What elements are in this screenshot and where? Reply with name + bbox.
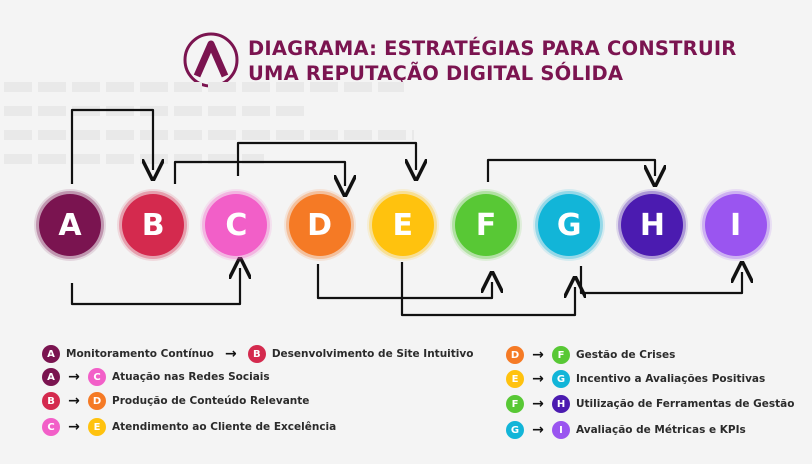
title-line-1: DIAGRAMA: ESTRATÉGIAS PARA CONSTRUIR — [248, 37, 737, 60]
legend-label: Atendimento ao Cliente de Excelência — [112, 421, 337, 433]
arrow-right-icon: → — [532, 396, 544, 412]
legend-label: Incentivo a Avaliações Positivas — [576, 373, 766, 385]
arrow-right-icon: → — [532, 422, 544, 438]
legend-label: Produção de Conteúdo Relevante — [112, 395, 310, 407]
arrow-right-icon: → — [532, 347, 544, 363]
legend-dot-from: D — [506, 346, 524, 364]
legend-row-f-h: F → H Utilização de Ferramentas de Gestão — [506, 395, 794, 413]
legend-row-e-g: E → G Incentivo a Avaliações Positivas — [506, 370, 765, 388]
page-title: DIAGRAMA: ESTRATÉGIAS PARA CONSTRUIR UMA… — [248, 36, 737, 86]
node-i: I — [704, 194, 767, 256]
node-e: E — [371, 194, 434, 256]
legend-dot-from: A — [42, 368, 60, 386]
arrow-right-icon: → — [532, 371, 544, 387]
arrow-right-icon: → — [224, 346, 237, 362]
legend-label: Gestão de Crises — [576, 349, 676, 361]
arrow-e-to-g — [400, 262, 575, 317]
legend-label: Atuação nas Redes Sociais — [112, 371, 270, 383]
legend-dot-to: F — [552, 346, 570, 364]
node-a: A — [39, 194, 101, 256]
arrow-c-to-e — [236, 141, 416, 176]
arrow-right-icon: → — [68, 419, 80, 435]
node-g: G — [538, 194, 601, 256]
arrow-a-to-b — [70, 108, 153, 184]
arrow-right-icon: → — [68, 393, 80, 409]
title-line-2: UMA REPUTAÇÃO DIGITAL SÓLIDA — [248, 62, 624, 85]
legend-dot-from: C — [42, 418, 60, 436]
node-d: D — [288, 194, 351, 256]
legend-dot-to: H — [552, 395, 570, 413]
legend-dot-to: B — [247, 345, 266, 363]
arrow-a-to-c — [70, 268, 240, 306]
legend-dot-to: D — [88, 392, 106, 410]
legend-dot-from: G — [506, 421, 524, 439]
legend-dot-from: B — [42, 392, 60, 410]
arrow-d-to-f — [316, 264, 492, 300]
legend-dot-from: F — [506, 395, 524, 413]
node-c: C — [205, 194, 268, 256]
legend-dot-from: E — [506, 370, 524, 388]
node-h: H — [621, 194, 684, 256]
legend-dot-to: G — [552, 370, 570, 388]
arrow-g-to-i — [579, 266, 742, 295]
legend-row-d-f: D → F Gestão de Crises — [506, 346, 675, 364]
node-f: F — [455, 194, 517, 256]
node-b: B — [122, 194, 185, 256]
legend-label: Avaliação de Métricas e KPIs — [576, 424, 746, 436]
legend-row-a-c: A → C Atuação nas Redes Sociais — [42, 368, 270, 386]
legend-row-c-e: C → E Atendimento ao Cliente de Excelência — [42, 418, 336, 436]
legend-row-g-i: G → I Avaliação de Métricas e KPIs — [506, 421, 746, 439]
legend-label: Desenvolvimento de Site Intuitivo — [271, 348, 474, 360]
legend-dot-to: I — [552, 421, 570, 439]
arrow-b-to-d — [173, 160, 345, 186]
legend-label: Utilização de Ferramentas de Gestão — [576, 398, 795, 410]
legend-dot-to: E — [88, 418, 106, 436]
arrow-right-icon: → — [68, 369, 80, 385]
legend-dot-from: A — [42, 345, 60, 363]
arrow-f-to-h — [486, 158, 655, 182]
legend-row-b-d: B → D Produção de Conteúdo Relevante — [42, 392, 309, 410]
legend-label: Monitoramento Contínuo — [66, 348, 214, 360]
legend-dot-to: C — [88, 368, 106, 386]
legend-row-a-b: A Monitoramento Contínuo → B Desenvolvimento… — [42, 345, 473, 363]
